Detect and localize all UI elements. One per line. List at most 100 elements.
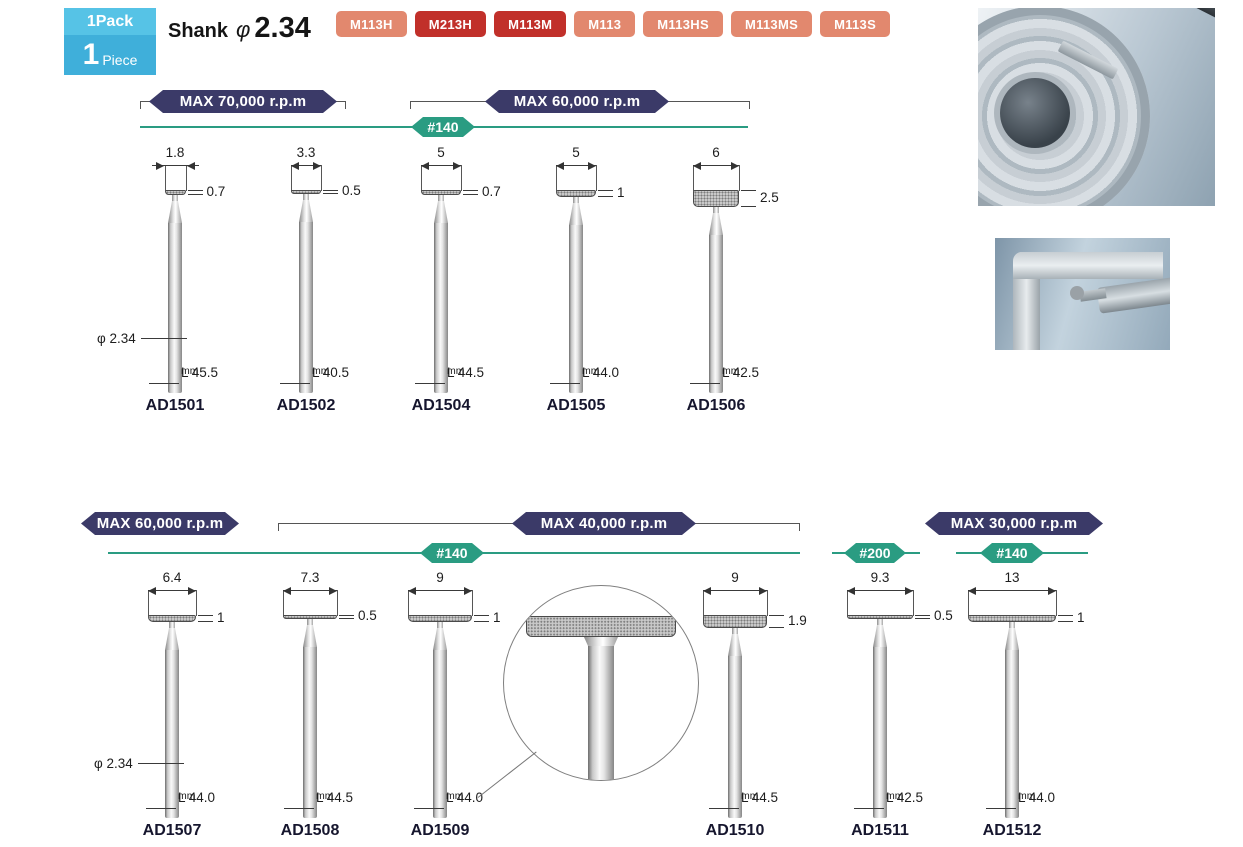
width-dimension: 5 bbox=[437, 145, 445, 160]
bur-shank bbox=[168, 223, 182, 393]
bur-neck bbox=[877, 619, 883, 625]
dim-extension-line bbox=[472, 590, 473, 616]
length-dim-tick bbox=[414, 808, 444, 809]
pack-badge: 1Pack 1 Piece bbox=[64, 8, 156, 75]
bur-shank bbox=[1005, 650, 1019, 818]
length-unit: mm bbox=[1018, 790, 1036, 802]
length-value: L 44.0 bbox=[1018, 790, 1056, 805]
pack-count-label: 1Pack bbox=[64, 8, 156, 35]
thickness-dim-line bbox=[339, 615, 354, 616]
width-dimension: 6.4 bbox=[162, 570, 182, 585]
dim-arrow bbox=[556, 162, 564, 170]
dim-arrow bbox=[759, 587, 767, 595]
model-tag: M113MS bbox=[730, 11, 813, 37]
thickness-dim-line bbox=[1058, 621, 1073, 622]
thickness-dim-line bbox=[598, 196, 613, 197]
bur-taper bbox=[433, 628, 447, 650]
dim-arrow bbox=[847, 587, 855, 595]
diameter-symbol: φ bbox=[236, 17, 251, 42]
bur-shank bbox=[299, 222, 313, 393]
product-id: AD1506 bbox=[686, 397, 746, 414]
thickness-dimension: 1 bbox=[493, 609, 501, 625]
thickness-dim-line bbox=[187, 194, 203, 195]
dim-extension-line bbox=[596, 165, 597, 191]
dim-arrow bbox=[905, 587, 913, 595]
thickness-dimension: 2.5 bbox=[760, 189, 779, 205]
product-id: AD1501 bbox=[145, 397, 205, 414]
diamond-disc bbox=[703, 615, 767, 628]
pack-unit: Piece bbox=[102, 52, 138, 68]
dim-extension-line bbox=[703, 590, 704, 616]
bur-neck bbox=[1009, 622, 1015, 628]
length-value: L 44.5 bbox=[741, 790, 779, 805]
dim-line bbox=[408, 590, 472, 591]
rpm-banner: MAX 70,000 r.p.m bbox=[149, 90, 337, 113]
width-dimension: 3.3 bbox=[296, 145, 316, 160]
width-dimension: 9.3 bbox=[870, 570, 890, 585]
length-unit: mm bbox=[316, 790, 334, 802]
application-photo-2 bbox=[995, 238, 1170, 350]
shank-diameter-line bbox=[138, 763, 184, 764]
bur-shank bbox=[303, 647, 317, 818]
dim-extension-line bbox=[847, 590, 848, 616]
thickness-dim-line bbox=[915, 618, 930, 619]
handpiece-shape bbox=[1096, 276, 1170, 314]
length-unit: mm bbox=[312, 365, 330, 377]
dim-arrow bbox=[329, 587, 337, 595]
width-dimension: 5 bbox=[572, 145, 580, 160]
magnified-shank bbox=[588, 646, 614, 780]
dim-extension-line bbox=[408, 590, 409, 616]
dim-extension-line bbox=[1056, 590, 1057, 616]
model-tag: M213H bbox=[414, 11, 487, 37]
dim-extension-line bbox=[164, 165, 166, 191]
thickness-dim-line bbox=[769, 627, 784, 628]
dim-extension-line bbox=[185, 165, 187, 191]
thickness-dim-line bbox=[198, 621, 213, 622]
length-unit: mm bbox=[741, 790, 759, 802]
dim-arrow bbox=[148, 587, 156, 595]
dim-extension-line bbox=[767, 590, 768, 616]
magnified-neck bbox=[584, 637, 618, 646]
product-id: AD1502 bbox=[276, 397, 336, 414]
dim-extension-line bbox=[148, 590, 149, 616]
dim-line bbox=[291, 165, 321, 166]
dim-arrow bbox=[731, 162, 739, 170]
bur-neck bbox=[713, 207, 719, 213]
frame-horizontal-shape bbox=[1013, 252, 1163, 279]
thickness-dim-line bbox=[198, 615, 213, 616]
width-dimension: 9 bbox=[436, 570, 444, 585]
grit-badge: #200 bbox=[844, 543, 906, 563]
dim-extension-line bbox=[461, 165, 462, 191]
thickness-dim-line bbox=[463, 190, 478, 191]
dim-extension-line bbox=[739, 165, 740, 191]
shank-diameter-value: 2.34 bbox=[254, 12, 311, 44]
thickness-dim-line bbox=[598, 190, 613, 191]
rpm-banner: MAX 60,000 r.p.m bbox=[485, 90, 669, 113]
length-dim-tick bbox=[690, 383, 720, 384]
dim-extension-line bbox=[321, 165, 322, 191]
thickness-dimension: 1 bbox=[1077, 609, 1085, 625]
length-dim-tick bbox=[280, 383, 310, 384]
length-value: L 44.0 bbox=[178, 790, 216, 805]
dim-extension-line bbox=[337, 590, 338, 616]
bur-taper bbox=[873, 625, 887, 647]
dim-arrow bbox=[421, 162, 429, 170]
width-dimension: 1.8 bbox=[165, 145, 185, 160]
handpiece-shape bbox=[1082, 8, 1215, 23]
rpm-banner: MAX 40,000 r.p.m bbox=[512, 512, 696, 535]
thickness-dim-line bbox=[323, 193, 338, 194]
length-unit: mm bbox=[886, 790, 904, 802]
dim-arrow bbox=[464, 587, 472, 595]
product-id: AD1505 bbox=[546, 397, 606, 414]
bur-neck bbox=[169, 622, 175, 628]
dim-arrow bbox=[968, 587, 976, 595]
rpm-banner: MAX 60,000 r.p.m bbox=[81, 512, 239, 535]
thickness-dimension: 0.7 bbox=[206, 183, 226, 199]
bur-neck bbox=[732, 628, 738, 634]
dim-extension-line bbox=[291, 165, 292, 191]
